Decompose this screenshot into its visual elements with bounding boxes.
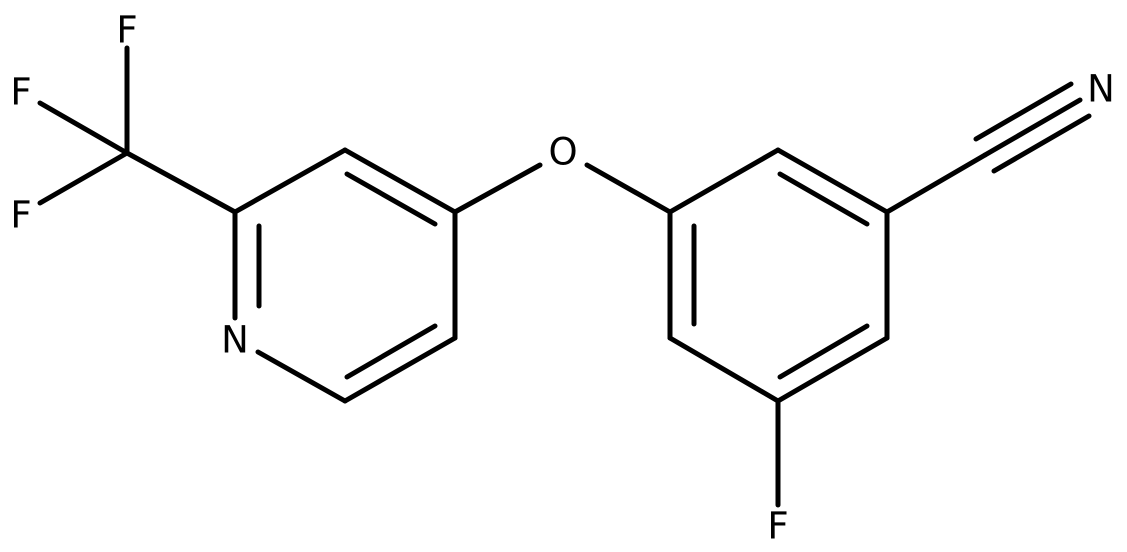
bond-c3-cn — [884, 152, 988, 215]
atom-f-left: F — [10, 71, 31, 114]
atom-o-ether: O — [548, 131, 577, 174]
bond-bz-c2-c3-double — [777, 171, 870, 227]
bond-bz-c1-c2 — [667, 147, 781, 215]
bond-cf-left — [37, 100, 130, 156]
bond-pyr-c2-c3 — [232, 147, 348, 215]
bond-pyr-c6-n — [255, 349, 348, 404]
bond-bz-c4-c5 — [775, 335, 890, 404]
bond-pyr-c3-c4 — [342, 147, 458, 215]
bond-c4-o — [452, 162, 543, 215]
bond-pyr-c3-c4-double — [344, 171, 438, 227]
atom-n-nitrile: N — [1087, 68, 1115, 111]
atom-n-pyridine: N — [221, 319, 249, 362]
bond-c-cf3 — [124, 150, 238, 215]
ether-linkage — [452, 162, 673, 215]
trifluoromethyl-group — [37, 45, 238, 215]
bond-pyr-c5-c6-double — [344, 323, 438, 380]
nitrile-group — [884, 81, 1092, 215]
bond-bz-c4-c5-double — [777, 323, 870, 380]
bond-cf-lower — [37, 150, 130, 206]
bond-o-c1 — [584, 162, 673, 215]
bond-bz-c2-c3 — [775, 147, 890, 215]
atom-f-lower: F — [10, 194, 31, 237]
bond-cn-triple-3 — [991, 113, 1092, 174]
bond-cn-triple-2 — [973, 81, 1074, 142]
bond-pyr-c5-c6 — [342, 335, 458, 404]
bond-bz-c5-c6 — [667, 335, 781, 404]
benzene-ring — [667, 147, 890, 404]
bond-cn-triple-1 — [982, 97, 1083, 158]
atom-f-ring: F — [767, 505, 788, 548]
pyridine-ring — [232, 147, 458, 404]
atom-f-top: F — [116, 9, 137, 52]
